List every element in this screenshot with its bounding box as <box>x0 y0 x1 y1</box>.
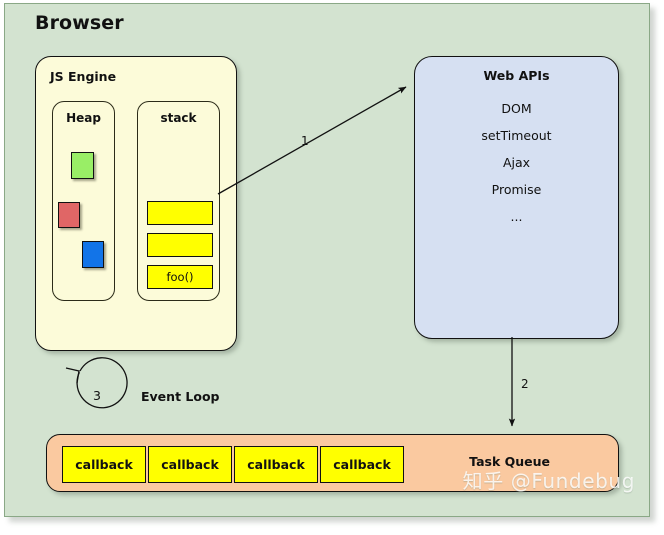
heap-object-green <box>71 152 94 179</box>
callback-box: callback <box>62 446 146 483</box>
watermark: 知乎 @Fundebug <box>462 469 635 493</box>
stack-frame: foo() <box>147 265 213 289</box>
heap-panel: Heap <box>52 101 115 301</box>
browser-frame: Browser JS Engine Heap stack foo() Web A… <box>4 3 650 517</box>
callback-box: callback <box>234 446 318 483</box>
stack-frame <box>147 233 213 257</box>
web-apis-item-promise: Promise <box>491 182 542 197</box>
web-apis-panel: Web APIs DOM setTimeout Ajax Promise ... <box>414 56 619 339</box>
event-loop-step-number: 3 <box>93 388 101 403</box>
callback-box: callback <box>320 446 404 483</box>
heap-object-red <box>58 202 80 228</box>
web-apis-list: DOM setTimeout Ajax Promise ... <box>415 101 618 236</box>
stack-frame <box>147 201 213 225</box>
web-apis-item-ellipsis: ... <box>510 209 523 224</box>
arrow-2-label: 2 <box>521 377 529 391</box>
web-apis-item-dom: DOM <box>501 101 532 116</box>
arrow-1-label: 1 <box>301 134 309 148</box>
page-title: Browser <box>35 12 124 34</box>
stack-panel: stack foo() <box>137 101 220 301</box>
heap-object-blue <box>82 241 104 268</box>
heap-title: Heap <box>66 111 101 125</box>
callback-box: callback <box>148 446 232 483</box>
task-queue-title: Task Queue <box>469 454 550 469</box>
web-apis-title: Web APIs <box>483 68 550 83</box>
js-engine-panel: JS Engine Heap stack foo() <box>35 56 237 351</box>
web-apis-item-ajax: Ajax <box>502 155 531 170</box>
stack-title: stack <box>160 111 197 125</box>
web-apis-item-settimeout: setTimeout <box>481 128 552 143</box>
task-queue-panel: Task Queue callback callback callback ca… <box>46 434 619 492</box>
js-engine-title: JS Engine <box>50 69 117 84</box>
event-loop-label: Event Loop <box>141 389 220 404</box>
